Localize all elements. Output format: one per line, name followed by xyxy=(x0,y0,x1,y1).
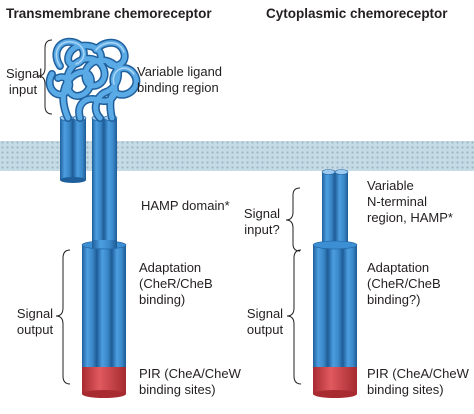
label-line: Signal xyxy=(243,206,281,221)
label-line: Variable ligand xyxy=(137,64,223,79)
label-line: PIR (CheA/CheW xyxy=(367,366,469,381)
brackets xyxy=(37,39,302,385)
label-signal-input-tm: Signal input xyxy=(6,66,43,98)
label-line: Signal xyxy=(16,306,54,321)
label-line: binding) xyxy=(139,292,186,307)
tm-pir-region xyxy=(82,367,126,398)
label-line: Adaptation xyxy=(139,260,202,275)
label-line: Adaptation xyxy=(367,260,430,275)
cyto-nterm-helices xyxy=(321,169,349,252)
tm-helix-left xyxy=(59,115,87,183)
label-line: output xyxy=(16,322,54,337)
label-line: binding region xyxy=(137,80,219,95)
label-adaptation-tm: Adaptation (CheR/CheB binding) xyxy=(139,260,213,308)
label-line: Signal xyxy=(246,306,284,321)
label-line: PIR (CheA/CheW xyxy=(139,366,241,381)
transmembrane-receptor xyxy=(45,37,141,398)
label-line: N-terminal xyxy=(367,194,427,209)
label-nterm: Variable N-terminal region, HAMP* xyxy=(367,178,453,226)
label-line: input? xyxy=(244,222,280,237)
label-signal-output-tm: Signal output xyxy=(14,306,56,338)
title-cytoplasmic: Cytoplasmic chemoreceptor xyxy=(266,6,448,21)
label-line: binding sites) xyxy=(367,382,444,397)
label-line: (CheR/CheB xyxy=(139,276,213,291)
label-line: (CheR/CheB xyxy=(367,276,441,291)
label-hamp: HAMP domain* xyxy=(141,198,230,213)
label-line: binding?) xyxy=(367,292,421,307)
label-adaptation-cyto: Adaptation (CheR/CheB binding?) xyxy=(367,260,441,308)
label-signal-input-cyto: Signal input? xyxy=(240,206,284,238)
bracket-signal-output-cyto xyxy=(286,249,302,385)
bracket-signal-input-cyto xyxy=(285,187,301,252)
label-pir-tm: PIR (CheA/CheW binding sites) xyxy=(139,366,241,398)
label-line: region, HAMP* xyxy=(367,210,453,225)
ligand-binding-coils xyxy=(45,37,141,122)
bracket-signal-input-tm xyxy=(37,39,53,115)
cyto-adaptation-bundle xyxy=(312,240,358,367)
label-pir-cyto: PIR (CheA/CheW binding sites) xyxy=(367,366,469,398)
label-line: binding sites) xyxy=(139,382,216,397)
tm-helix-long xyxy=(91,115,118,258)
label-line: Variable xyxy=(367,178,414,193)
label-signal-output-cyto: Signal output xyxy=(244,306,286,338)
label-line: output xyxy=(246,322,284,337)
tm-adaptation-bundle xyxy=(81,240,127,367)
label-ligand-region: Variable ligand binding region xyxy=(137,64,222,96)
title-transmembrane: Transmembrane chemoreceptor xyxy=(6,6,212,21)
bracket-signal-output-tm xyxy=(55,249,71,385)
label-line: input xyxy=(8,82,38,97)
cytoplasmic-receptor xyxy=(312,169,358,398)
label-line: Signal xyxy=(6,66,43,81)
cyto-pir-region xyxy=(313,367,357,398)
